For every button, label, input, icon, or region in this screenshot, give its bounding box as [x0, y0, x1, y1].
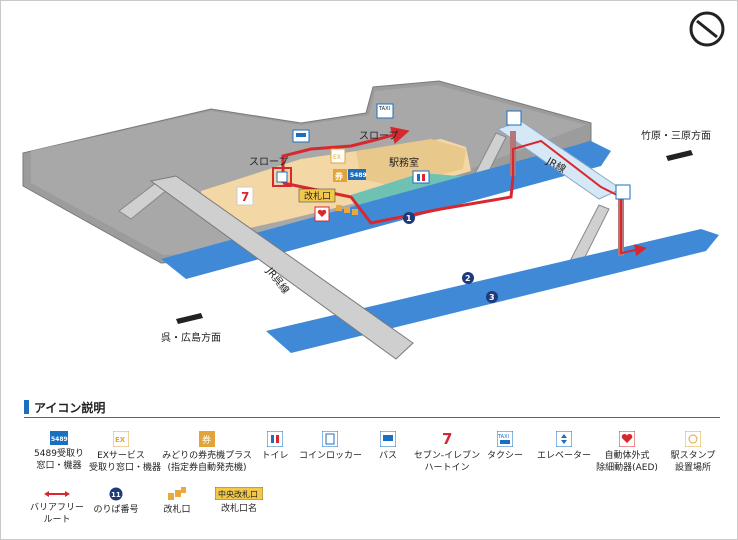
svg-text:EX: EX [115, 436, 126, 444]
elevated-road [149, 175, 414, 360]
legend-title: アイコン説明 [34, 401, 106, 415]
platform-number-2: 2 [462, 272, 474, 284]
gate-name-icon: 中央改札口 [215, 487, 263, 500]
svg-text:11: 11 [111, 491, 121, 499]
platform-number-icon: 11 [109, 487, 123, 501]
seven-eleven-icon: 7 [236, 186, 254, 206]
legend-item-coin-locker: コインロッカー [299, 431, 362, 462]
taxi-icon: TAXI [376, 103, 394, 119]
legend-item-aed: 自動体外式除細動器(AED) [595, 431, 659, 474]
toilet-icon [267, 431, 283, 447]
platform-number-1: 1 [403, 212, 415, 224]
legend-item-toilet: トイレ [257, 431, 293, 462]
ticket-machine-icon: 券 [333, 169, 347, 182]
svg-text:5489: 5489 [350, 172, 367, 179]
legend-item-ticket-machine: 券 みどりの券売機プラス(指定券自動発売機) [159, 431, 255, 474]
ex-service-icon: EX [113, 431, 129, 447]
train-arrow-west [176, 313, 203, 324]
svg-text:中央改札口: 中央改札口 [218, 489, 258, 499]
svg-text:3: 3 [489, 293, 495, 302]
svg-text:1: 1 [406, 214, 412, 223]
svg-text:5489: 5489 [51, 436, 68, 443]
bus-icon [292, 129, 310, 143]
elevator-icon [506, 110, 631, 200]
barrier-free-route-icon [44, 491, 70, 497]
legend-title-bar [24, 400, 29, 414]
direction-west-label: 呉・広島方面 [161, 331, 221, 344]
toilet-icon [412, 170, 430, 184]
ticket-gate-marks [336, 205, 358, 215]
svg-text:TAXI: TAXI [497, 434, 509, 440]
slope-label-1: スロープ [249, 156, 288, 168]
svg-text:改札口: 改札口 [304, 190, 331, 202]
ticket-5489-icon: 5489 [348, 169, 367, 180]
stamp-icon [685, 431, 701, 447]
aed-icon [619, 431, 635, 447]
station-floor-map: JR呉線 JR線 5489 券 TAXI 7 EX [22, 11, 725, 360]
legend-item-elevator: エレベーター [535, 431, 593, 462]
svg-text:TAXI: TAXI [378, 106, 390, 112]
svg-text:7: 7 [241, 190, 249, 204]
slope-label-2: スロープ [359, 130, 398, 142]
legend-item-stamp: 駅スタンプ設置場所 [665, 431, 721, 474]
coin-locker-icon [272, 167, 292, 187]
svg-text:2: 2 [465, 274, 471, 283]
legend-item-ex-service: EX EXサービス受取り窓口・機器 [89, 431, 161, 474]
legend-item-bus: バス [371, 431, 405, 462]
direction-east-label: 竹原・三原方面 [641, 129, 711, 142]
legend-item-platform-number: 11 のりば番号 [89, 487, 143, 516]
elevator-icon [556, 431, 572, 447]
legend-item-seven-eleven: 7 セブン-イレブンハートイン [413, 430, 481, 473]
legend-item-taxi: TAXI タクシー [483, 431, 527, 462]
svg-text:EX: EX [333, 154, 341, 161]
svg-text:券: 券 [334, 171, 344, 181]
taxi-icon: TAXI [497, 431, 513, 447]
compass-icon [689, 11, 725, 47]
seven-eleven-icon: 7 [442, 430, 452, 447]
svg-text:7: 7 [442, 430, 452, 447]
ticket-gate-label: 改札口 [298, 188, 336, 203]
station-office-label: 駅務室 [389, 156, 419, 169]
barrier-free-route [281, 126, 410, 183]
legend-item-barrier-free-route: バリアフリールート [25, 489, 89, 526]
legend-item-5489: 5489 5489受取り窓口・機器 [29, 431, 89, 472]
aed-icon [314, 206, 330, 222]
platform-number-3: 3 [486, 291, 498, 303]
coin-locker-icon [322, 431, 338, 447]
legend-item-gate-name: 中央改札口 改札口名 [211, 487, 267, 515]
ticket-5489-icon: 5489 [50, 431, 68, 445]
legend-item-ticket-gate: 改札口 [157, 487, 197, 516]
ticket-machine-icon: 券 [199, 431, 215, 447]
bus-icon [380, 431, 396, 447]
train-arrow-east [666, 150, 693, 161]
stamp-icon: EX [330, 148, 346, 164]
svg-text:券: 券 [202, 434, 211, 446]
barrier-free-route-3 [512, 139, 647, 257]
ticket-gate-icon [168, 487, 186, 500]
legend-divider [24, 417, 720, 418]
